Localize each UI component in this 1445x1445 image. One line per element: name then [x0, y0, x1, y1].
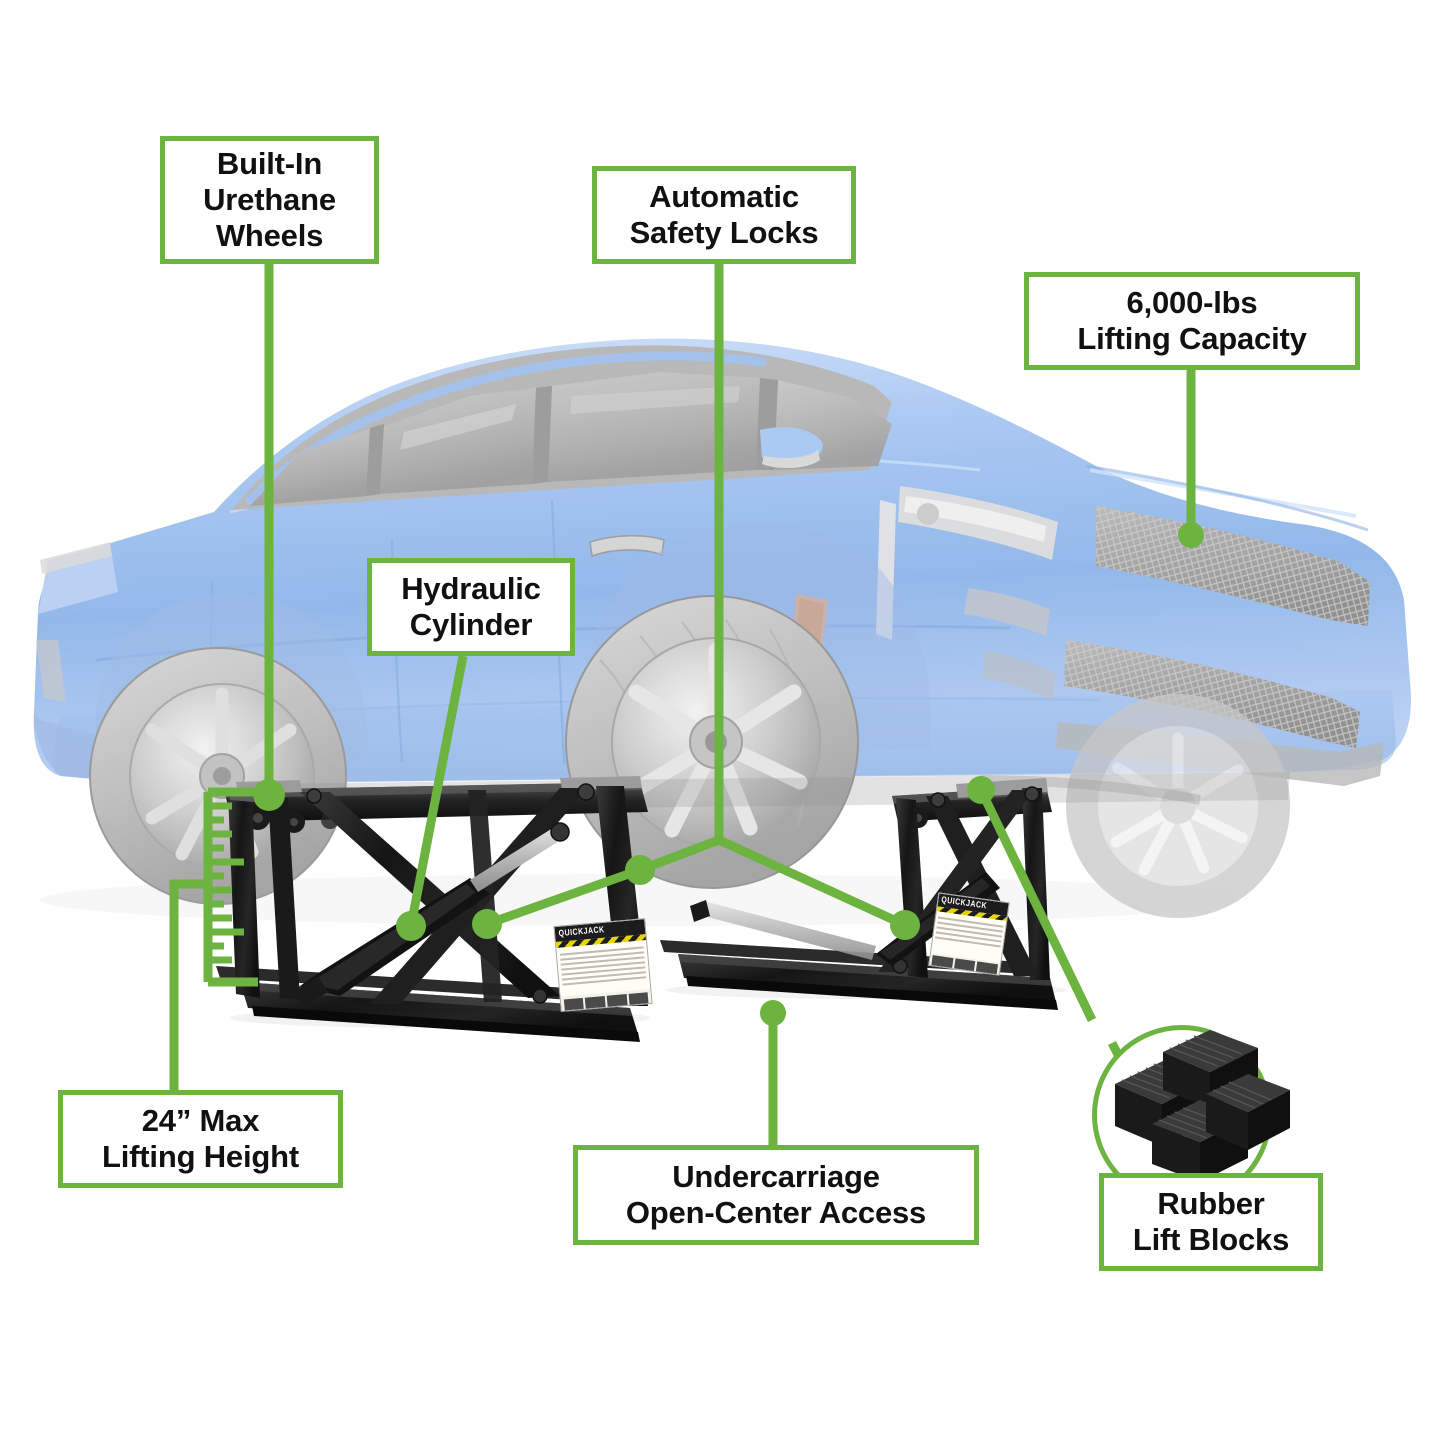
callout-line: Lifting Capacity — [1077, 321, 1307, 356]
callout-line: Open-Center Access — [625, 1195, 927, 1230]
callout-built-in-urethane-wheels[interactable]: Built-In Urethane Wheels — [160, 136, 379, 264]
callout-rubber-lift-blocks[interactable]: Rubber Lift Blocks — [1099, 1173, 1323, 1271]
callout-line: Urethane — [203, 182, 336, 218]
rubber-block-4 — [1206, 1074, 1290, 1150]
callout-line: Lifting Height — [102, 1139, 299, 1174]
callout-line: Lift Blocks — [1132, 1222, 1290, 1257]
callout-line: 6,000-lbs — [1126, 285, 1258, 321]
callout-undercarriage-open-center-access[interactable]: Undercarriage Open-Center Access — [573, 1145, 979, 1245]
callout-hydraulic-cylinder[interactable]: Hydraulic Cylinder — [367, 558, 575, 656]
callout-line: Automatic — [649, 179, 799, 215]
callout-max-lifting-height[interactable]: 24” Max Lifting Height — [58, 1090, 343, 1188]
callout-line: Cylinder — [409, 607, 533, 642]
callout-line: 24” Max — [141, 1103, 260, 1139]
far-front-wheel — [1066, 694, 1290, 918]
callout-line: Undercarriage — [672, 1159, 880, 1195]
callout-automatic-safety-locks[interactable]: Automatic Safety Locks — [592, 166, 856, 264]
callout-line: Built-In — [216, 146, 323, 182]
callout-line: Wheels — [215, 217, 324, 253]
callout-line: Rubber — [1157, 1186, 1265, 1222]
callout-line: Hydraulic — [401, 571, 541, 607]
callout-lifting-capacity[interactable]: 6,000-lbs Lifting Capacity — [1024, 272, 1360, 370]
callout-line: Safety Locks — [629, 215, 819, 250]
